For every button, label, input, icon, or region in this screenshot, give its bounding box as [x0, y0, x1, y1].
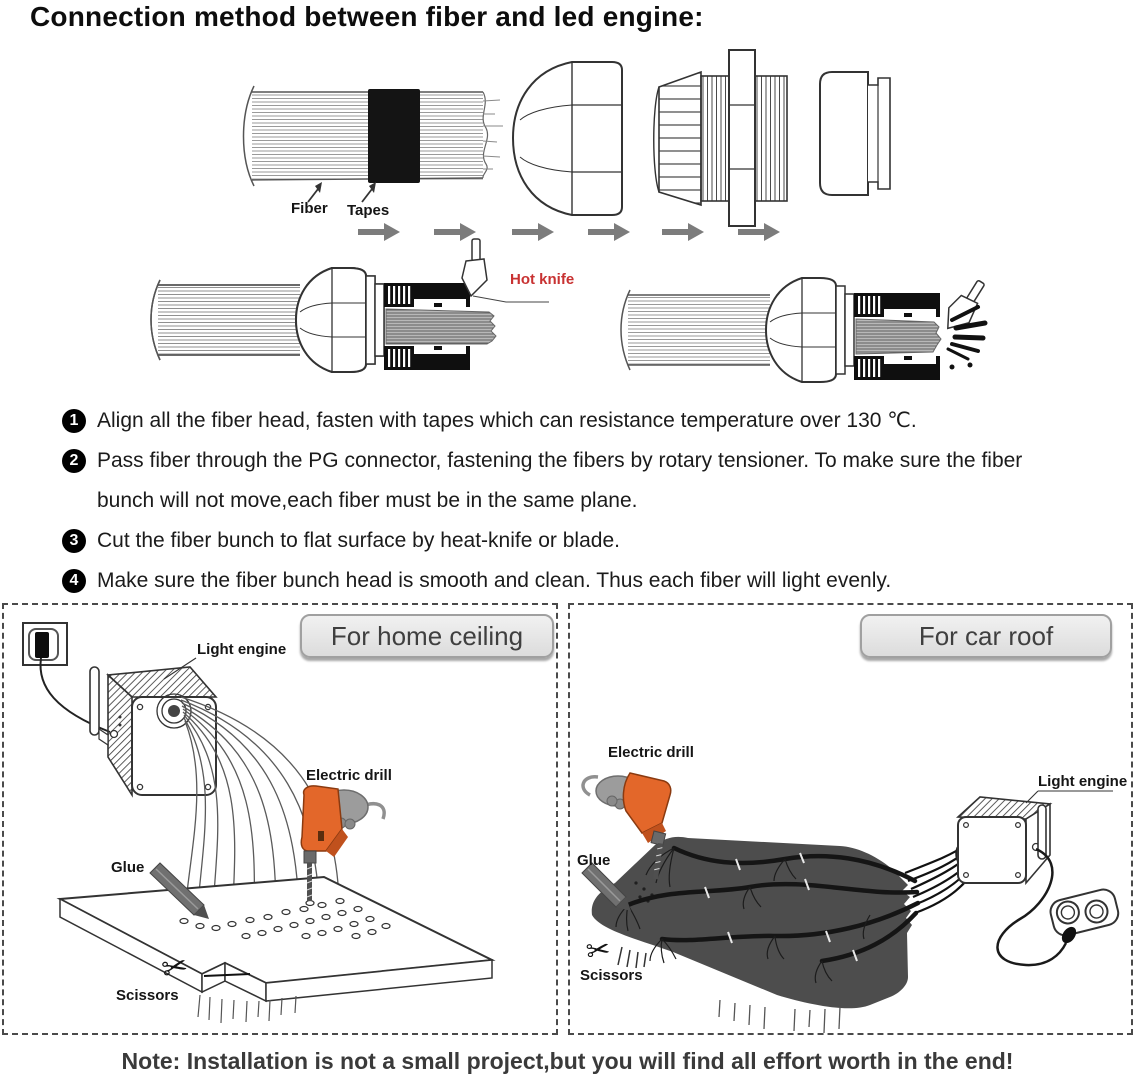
ceiling-board: [56, 875, 496, 1003]
connector-body: [653, 49, 788, 227]
fibers-below-board: [197, 994, 297, 1024]
label-pointer-arrows: [307, 188, 373, 203]
tapes-label: Tapes: [347, 202, 390, 219]
trimmed-fiber: [203, 973, 251, 977]
grommet: [819, 71, 891, 196]
fiber-label: Fiber: [291, 200, 328, 217]
step-text: Align all the fiber head, fasten with ta…: [97, 409, 917, 432]
panel-home-ceiling: Light engine Electric drill Glue ✂ Sciss…: [2, 603, 558, 1035]
hot-knife-label: Hot knife: [510, 271, 575, 288]
wall-outlet: [22, 622, 68, 666]
step-item: 1 Align all the fiber head, fasten with …: [62, 401, 1084, 441]
step-item: 3 Cut the fiber bunch to flat surface by…: [62, 521, 1084, 561]
hanging-fibers: [718, 999, 841, 1033]
glue-label: Glue: [577, 852, 611, 869]
fiber-bunch-left: [385, 308, 497, 345]
step-bullet: 3: [62, 529, 86, 553]
electric-drill-illustration: [581, 772, 672, 880]
flow-arrow: [358, 223, 400, 241]
scissors-icon: ✂: [583, 931, 613, 969]
light-engine-label: Light engine: [197, 641, 287, 658]
electric-drill-label: Electric drill: [306, 767, 392, 784]
tape-band: [368, 89, 420, 183]
top-diagram-illustration: [150, 49, 988, 383]
label-leader: [1025, 790, 1113, 804]
flow-arrows: [358, 223, 780, 241]
step-text: Cut the fiber bunch to flat surface by h…: [97, 529, 620, 552]
flow-arrow: [588, 223, 630, 241]
drill-holes: [179, 897, 391, 940]
step-bullet: 1: [62, 409, 86, 433]
step-bullet: 4: [62, 569, 86, 593]
car-adapter: [1049, 888, 1120, 937]
step-text: Pass fiber through the PG connector, fas…: [97, 449, 1023, 512]
plug: [1061, 926, 1077, 944]
electric-drill-illustration: [300, 785, 386, 901]
scissors-label: Scissors: [116, 987, 179, 1004]
fiber-bunch-right: [855, 318, 942, 355]
light-engine-illustration: [955, 796, 1053, 886]
flow-arrow: [662, 223, 704, 241]
trimmed-ends: [617, 946, 647, 969]
badge-home-ceiling: For home ceiling: [300, 614, 554, 658]
light-engine-illustration: [89, 666, 218, 798]
power-cable: [996, 847, 1068, 967]
page-title: Connection method between fiber and led …: [30, 1, 704, 32]
scissors-label: Scissors: [580, 967, 643, 984]
cap-nut: [511, 61, 623, 216]
cut-debris: [946, 305, 988, 361]
antenna: [1037, 804, 1047, 860]
electric-drill-label: Electric drill: [608, 744, 694, 761]
cable-ties: [704, 852, 858, 962]
glue-stick-icon: [581, 862, 631, 911]
step-bullet: 2: [62, 449, 86, 473]
glue-label: Glue: [111, 859, 145, 876]
flow-arrow: [434, 223, 476, 241]
light-engine-label: Light engine: [1038, 773, 1128, 790]
car-roof-illustration: [581, 772, 1120, 1033]
step-item: 4 Make sure the fiber bunch head is smoo…: [62, 561, 1084, 601]
home-ceiling-illustration: [22, 622, 496, 1024]
fiber-bundle: [242, 85, 503, 203]
step-text: Make sure the fiber bunch head is smooth…: [97, 569, 892, 592]
panel-car-roof: Light engine Electric drill Glue ✂ Sciss…: [568, 603, 1133, 1035]
antenna: [89, 666, 109, 747]
badge-car-roof: For car roof: [860, 614, 1112, 658]
roof-liner: [591, 836, 912, 1009]
label-leader: [163, 657, 197, 680]
steps-list: 1 Align all the fiber head, fasten with …: [62, 401, 1084, 601]
step-item: 2 Pass fiber through the PG connector, f…: [62, 441, 1084, 521]
note-text: Note: Installation is not a small projec…: [121, 1048, 1014, 1074]
glue-stick-icon: [149, 862, 209, 919]
flow-arrow: [738, 223, 780, 241]
hot-knife-icon: [461, 238, 549, 303]
flow-arrow: [512, 223, 554, 241]
